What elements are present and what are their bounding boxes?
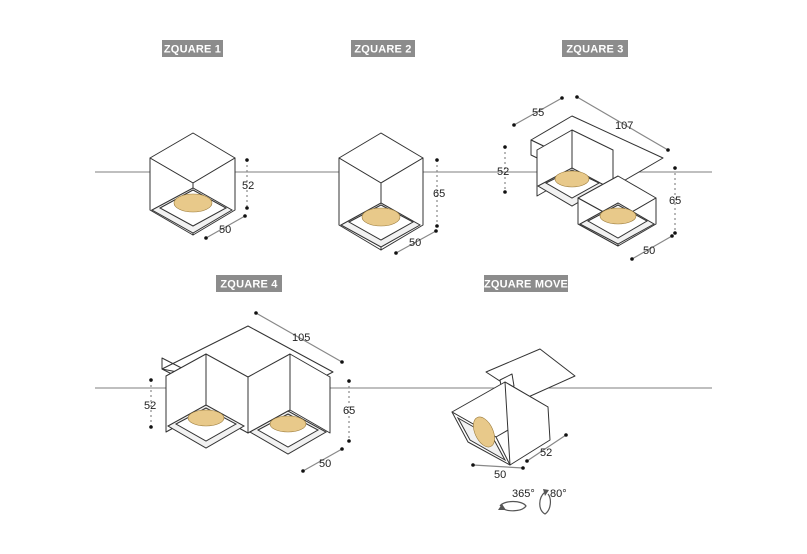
tag-label: ZQUARE 4 [220, 279, 278, 291]
dim-label: 52 [497, 166, 509, 178]
lens-icon [173, 193, 213, 213]
dim-label: 65 [343, 405, 355, 417]
lens-icon [269, 415, 307, 433]
pan-rotation-icon [499, 500, 527, 512]
tag-zquare-move: ZQUARE MOVE [484, 275, 568, 292]
lens-icon [554, 170, 590, 188]
zquare-3-dim-depth: 55 [512, 96, 564, 127]
lens-icon [599, 207, 637, 225]
zquare-4-dim-height-left: 52 [144, 378, 156, 429]
dim-label: 105 [292, 332, 310, 344]
dim-label: 50 [319, 458, 331, 470]
tilt-rotation-icon [539, 491, 551, 515]
tilt-rotation: 80° [539, 488, 567, 515]
zquare-4-dim-height-right: 65 [343, 379, 355, 443]
dim-label: 50 [643, 245, 655, 257]
zquare-move-drawing [451, 348, 576, 466]
dim-label: 65 [433, 188, 445, 200]
tag-zquare-3: ZQUARE 3 [562, 40, 628, 57]
dim-label: 50 [219, 224, 231, 236]
zquare-1-dim-height: 52 [242, 158, 254, 210]
tag-zquare-1: ZQUARE 1 [162, 40, 223, 57]
zquare-2-dim-width: 50 [394, 229, 438, 255]
pan-angle-label: 365° [512, 488, 535, 500]
tag-label: ZQUARE 2 [354, 44, 411, 56]
zquare-3-dim-length: 107 [575, 95, 670, 152]
dim-label: 50 [494, 469, 506, 481]
zquare-1-dim-width: 50 [204, 214, 247, 240]
dim-label: 52 [144, 400, 156, 412]
zquare-2-drawing [338, 132, 424, 251]
dim-label: 52 [242, 180, 254, 192]
dim-label: 52 [540, 447, 552, 459]
zquare-4-drawing [161, 325, 334, 455]
tilt-angle-label: 80° [550, 488, 567, 500]
dim-label: 50 [409, 237, 421, 249]
pan-rotation: 365° [498, 488, 535, 512]
zquare-1-drawing [149, 132, 236, 236]
zquare-4-dim-width: 50 [301, 447, 344, 473]
zquare-3-dim-width: 50 [630, 234, 674, 261]
tag-label: ZQUARE 1 [164, 44, 221, 56]
tag-zquare-2: ZQUARE 2 [351, 40, 415, 57]
zquare-4-dim-length: 105 [254, 311, 344, 364]
dim-label: 107 [615, 120, 633, 132]
lens-icon [361, 207, 401, 227]
zquare-3-drawing [530, 115, 664, 247]
dim-label: 55 [532, 107, 544, 119]
lens-icon [187, 409, 225, 427]
tag-label: ZQUARE MOVE [484, 279, 568, 291]
zquare-2-dim-height: 65 [433, 158, 445, 228]
zquare-move-dim-depth: 52 [525, 433, 568, 463]
zquare-3-dim-height-right: 65 [669, 166, 681, 235]
tag-zquare-4: ZQUARE 4 [216, 275, 282, 292]
lens-icon [473, 416, 495, 448]
zquare-move-dim-width: 50 [471, 463, 525, 481]
dim-label: 65 [669, 195, 681, 207]
tag-label: ZQUARE 3 [566, 44, 623, 56]
zquare-3-dim-height-left: 52 [497, 145, 509, 194]
